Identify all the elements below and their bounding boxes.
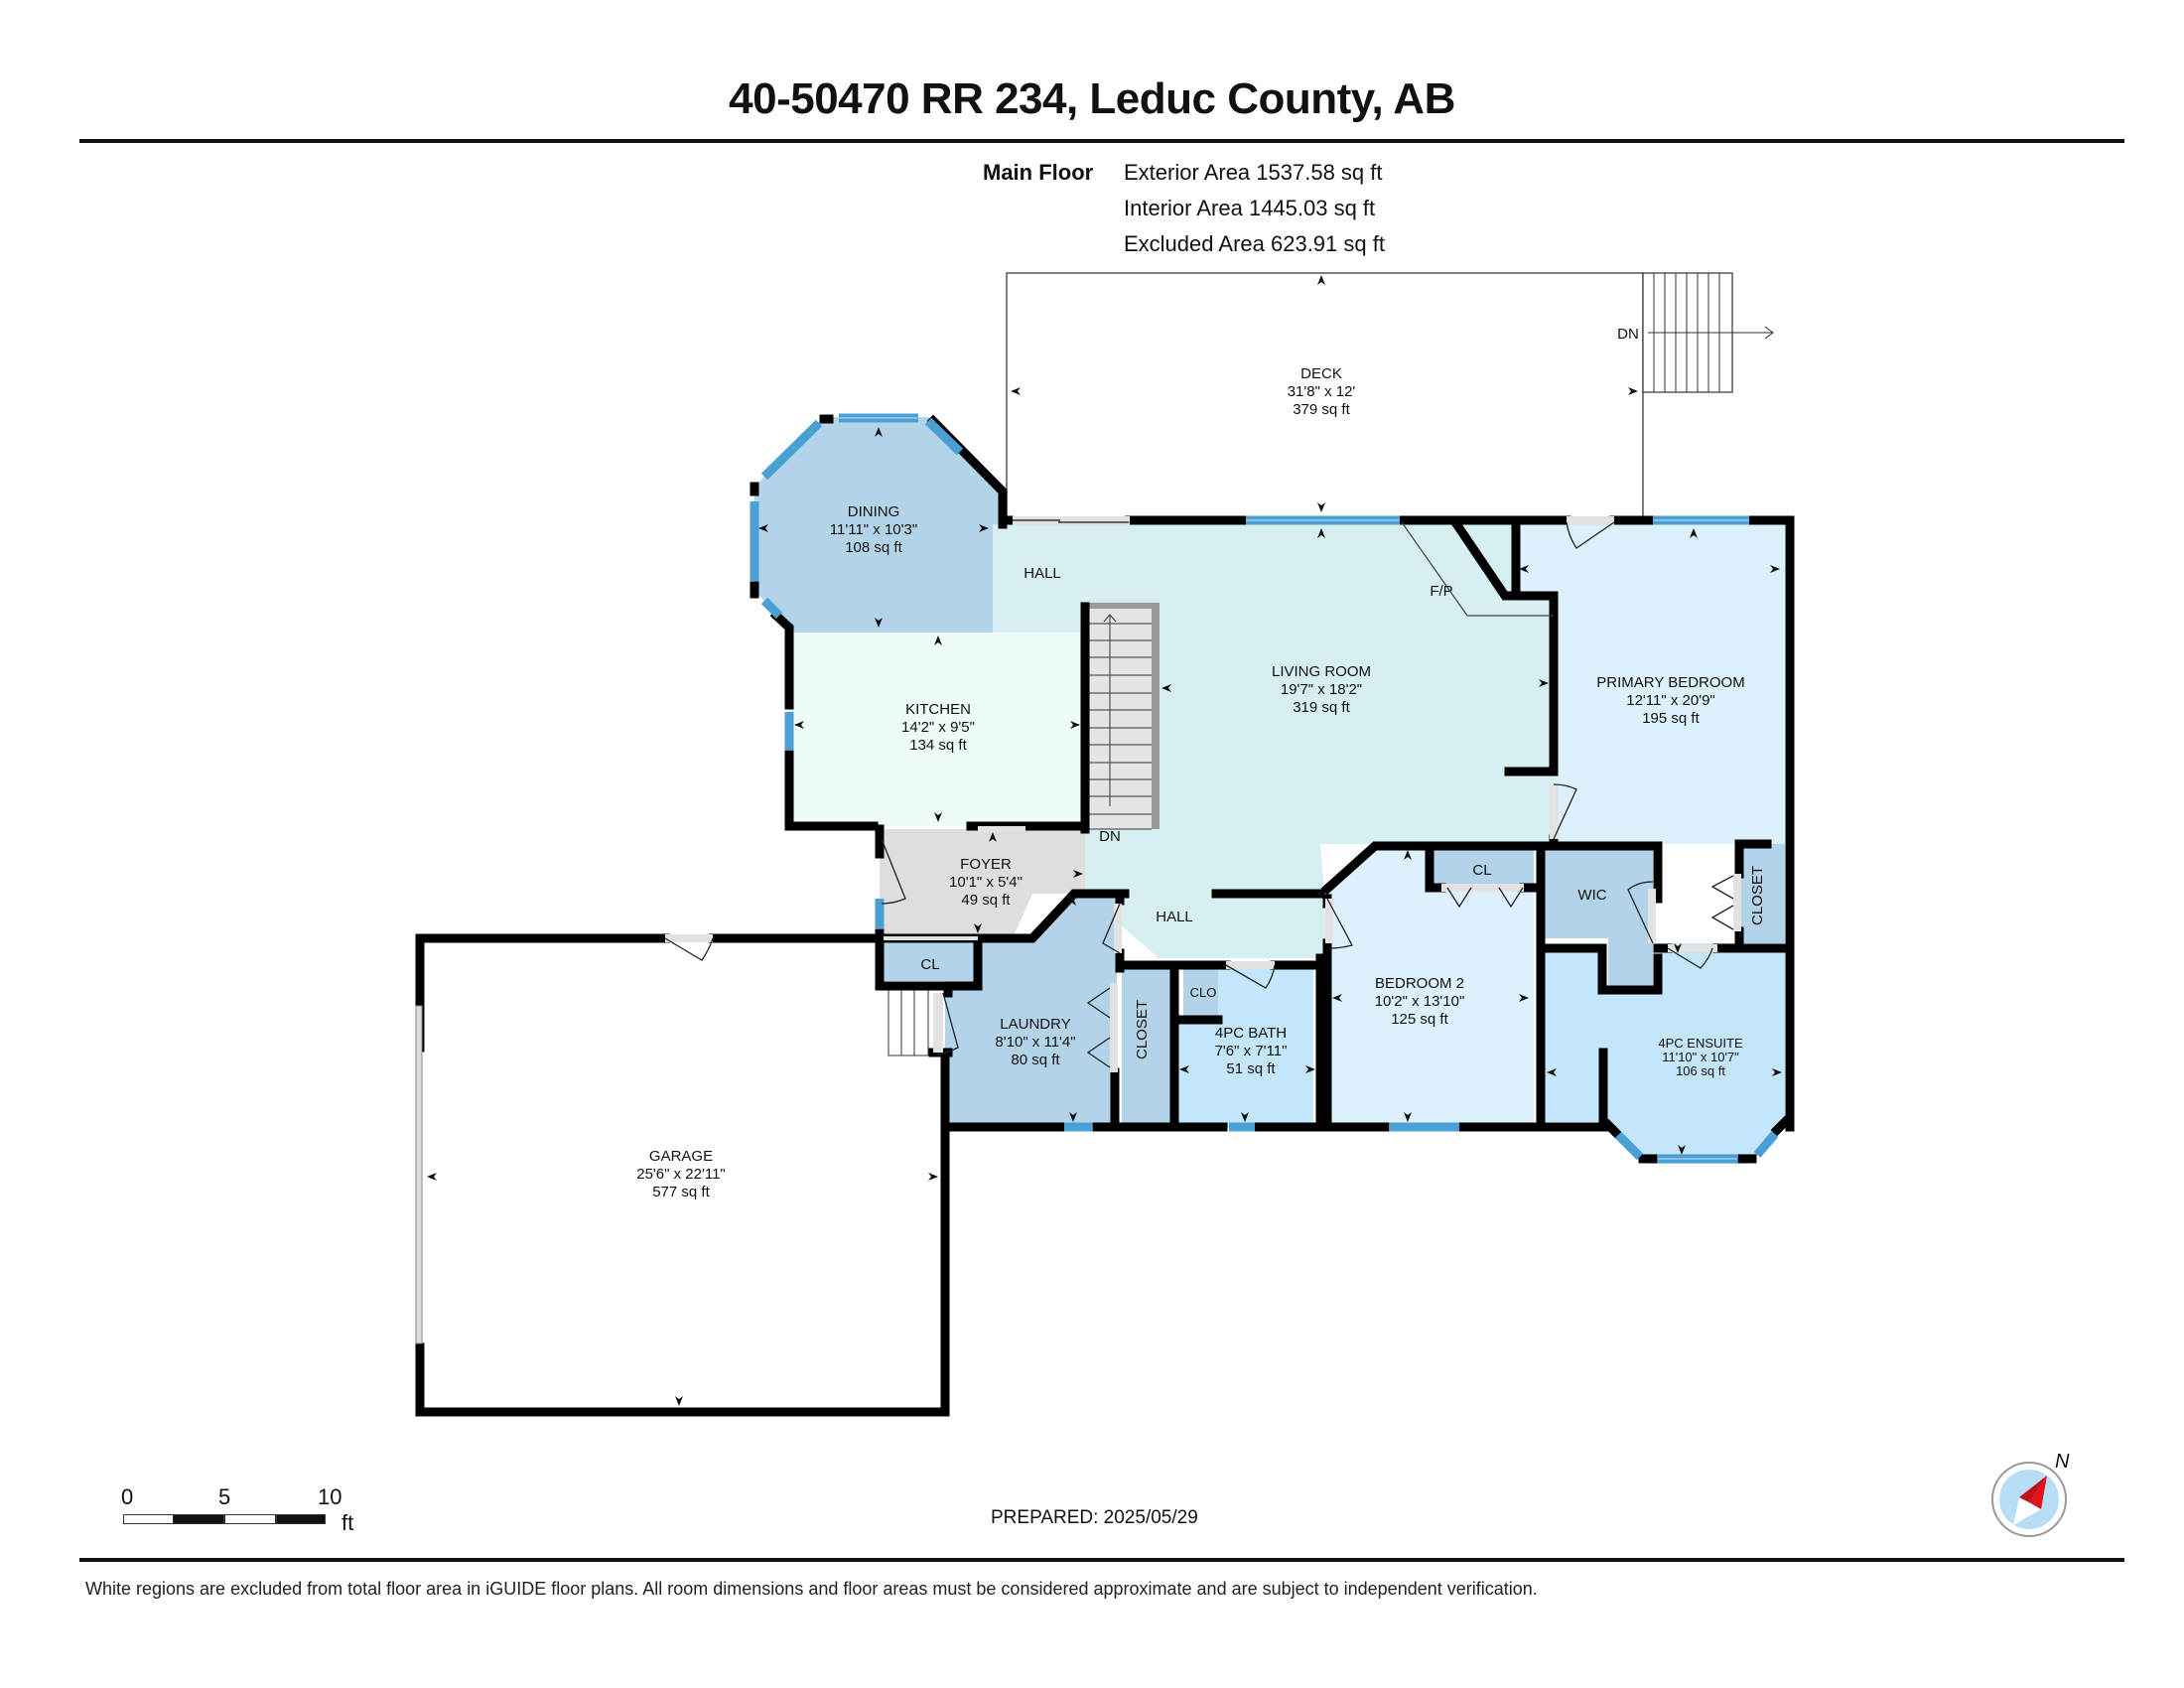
svg-text:379 sq ft: 379 sq ft bbox=[1293, 401, 1350, 418]
deck-label: DECK 31'8" x 12' 379 sq ft bbox=[1288, 365, 1356, 418]
svg-text:319 sq ft: 319 sq ft bbox=[1293, 699, 1350, 716]
svg-text:PRIMARY BEDROOM: PRIMARY BEDROOM bbox=[1596, 674, 1744, 691]
svg-text:10'2" x 13'10": 10'2" x 13'10" bbox=[1375, 993, 1465, 1010]
foyer-label: FOYER 10'1" x 5'4" 49 sq ft bbox=[949, 856, 1023, 909]
foyer bbox=[880, 829, 1085, 938]
hall-lower-label: HALL bbox=[1156, 909, 1193, 925]
svg-text:134 sq ft: 134 sq ft bbox=[909, 737, 967, 754]
svg-text:LAUNDRY: LAUNDRY bbox=[1000, 1016, 1070, 1033]
page-title: 40-50470 RR 234, Leduc County, AB bbox=[729, 74, 1455, 123]
svg-text:12'11" x 20'9": 12'11" x 20'9" bbox=[1626, 692, 1715, 709]
svg-text:19'7" x 18'2": 19'7" x 18'2" bbox=[1281, 681, 1362, 698]
svg-text:80 sq ft: 80 sq ft bbox=[1011, 1052, 1060, 1068]
laundry bbox=[945, 894, 1117, 1127]
sliding-door bbox=[1013, 516, 1130, 525]
interior-stairs bbox=[1085, 603, 1160, 830]
hall-upper-label: HALL bbox=[1024, 565, 1061, 582]
svg-text:25'6" x 22'11": 25'6" x 22'11" bbox=[636, 1166, 726, 1183]
compass-icon: N bbox=[1991, 1451, 2070, 1537]
svg-text:14'2" x 9'5": 14'2" x 9'5" bbox=[901, 719, 975, 736]
bedroom-2-label: BEDROOM 2 10'2" x 13'10" 125 sq ft bbox=[1375, 975, 1465, 1028]
footer-divider bbox=[79, 1558, 2124, 1562]
svg-text:106 sq ft: 106 sq ft bbox=[1676, 1063, 1725, 1078]
svg-text:10'1" x 5'4": 10'1" x 5'4" bbox=[949, 874, 1023, 891]
svg-text:125 sq ft: 125 sq ft bbox=[1391, 1011, 1448, 1028]
svg-text:4PC ENSUITE: 4PC ENSUITE bbox=[1658, 1036, 1743, 1051]
scale-tick-0: 0 bbox=[121, 1484, 134, 1509]
closet-primary-label: CLOSET bbox=[1749, 866, 1766, 925]
laundry-label: LAUNDRY 8'10" x 11'4" 80 sq ft bbox=[995, 1016, 1075, 1068]
scale-segment bbox=[276, 1514, 326, 1524]
svg-text:KITCHEN: KITCHEN bbox=[905, 701, 971, 718]
svg-text:DECK: DECK bbox=[1300, 365, 1342, 382]
svg-text:8'10" x 11'4": 8'10" x 11'4" bbox=[995, 1034, 1075, 1051]
svg-text:GARAGE: GARAGE bbox=[649, 1148, 713, 1165]
svg-text:108 sq ft: 108 sq ft bbox=[845, 539, 902, 556]
wic-label: WIC bbox=[1577, 887, 1606, 904]
living-room bbox=[993, 524, 1554, 958]
deck-stairs-dn-label: DN bbox=[1617, 326, 1639, 343]
primary-bedroom bbox=[1519, 524, 1785, 844]
dining-label: DINING 11'11" x 10'3" 108 sq ft bbox=[830, 503, 917, 556]
closet-hall bbox=[1122, 965, 1171, 1127]
living-room-label: LIVING ROOM 19'7" x 18'2" 319 sq ft bbox=[1272, 663, 1371, 716]
kitchen bbox=[789, 633, 1085, 826]
svg-text:31'8" x 12': 31'8" x 12' bbox=[1288, 383, 1356, 400]
svg-text:577 sq ft: 577 sq ft bbox=[652, 1184, 710, 1200]
fireplace-label: F/P bbox=[1430, 583, 1452, 600]
svg-text:FOYER: FOYER bbox=[960, 856, 1012, 873]
svg-text:11'10" x 10'7": 11'10" x 10'7" bbox=[1662, 1050, 1739, 1064]
disclaimer: White regions are excluded from total fl… bbox=[85, 1579, 1538, 1599]
garage-label: GARAGE 25'6" x 22'11" 577 sq ft bbox=[636, 1148, 726, 1200]
kitchen-label: KITCHEN 14'2" x 9'5" 134 sq ft bbox=[901, 701, 975, 754]
svg-text:N: N bbox=[2055, 1451, 2070, 1473]
interior-area: Interior Area 1445.03 sq ft bbox=[1124, 196, 1376, 220]
dining-room bbox=[754, 417, 1003, 633]
closet-foyer bbox=[884, 941, 978, 981]
clo bbox=[1183, 965, 1218, 1020]
compass: N bbox=[1989, 1448, 2079, 1542]
doors bbox=[664, 516, 1741, 1072]
scale-segment bbox=[173, 1514, 224, 1524]
exterior-area: Exterior Area 1537.58 sq ft bbox=[1124, 160, 1383, 185]
bath bbox=[1173, 965, 1313, 1127]
scale-segment bbox=[123, 1514, 175, 1524]
bedroom-2 bbox=[1327, 846, 1534, 1127]
prepared-date: PREPARED: 2025/05/29 bbox=[991, 1507, 1198, 1528]
scale-unit: ft bbox=[341, 1510, 354, 1535]
svg-text:LIVING ROOM: LIVING ROOM bbox=[1272, 663, 1371, 680]
scale-tick-5: 5 bbox=[218, 1484, 231, 1509]
closet-bedroom-2 bbox=[1430, 846, 1534, 888]
primary-bedroom-label: PRIMARY BEDROOM 12'11" x 20'9" 195 sq ft bbox=[1596, 674, 1744, 727]
scale-tick-10: 10 bbox=[318, 1484, 342, 1509]
bath-label: 4PC BATH 7'6" x 7'11" 51 sq ft bbox=[1215, 1025, 1288, 1077]
deck bbox=[1006, 272, 1774, 518]
garage-door bbox=[415, 1005, 423, 1344]
closet-bedroom-2-label: CL bbox=[1472, 862, 1491, 879]
fireplace-hearth bbox=[1401, 521, 1554, 617]
closet-hall-label: CLOSET bbox=[1134, 1000, 1151, 1059]
deck-stairs bbox=[1642, 272, 1774, 393]
svg-text:49 sq ft: 49 sq ft bbox=[961, 892, 1011, 909]
svg-text:4PC BATH: 4PC BATH bbox=[1215, 1025, 1287, 1042]
floor-name: Main Floor bbox=[983, 160, 1094, 185]
stairs-dn-label: DN bbox=[1099, 828, 1121, 845]
svg-text:BEDROOM 2: BEDROOM 2 bbox=[1375, 975, 1464, 992]
clo-label: CLO bbox=[1190, 985, 1217, 1000]
svg-text:7'6" x 7'11": 7'6" x 7'11" bbox=[1215, 1043, 1288, 1059]
svg-text:DINING: DINING bbox=[848, 503, 900, 520]
walls bbox=[415, 414, 1795, 1417]
scale-segment bbox=[224, 1514, 276, 1524]
svg-text:195 sq ft: 195 sq ft bbox=[1642, 710, 1700, 727]
excluded-area: Excluded Area 623.91 sq ft bbox=[1124, 231, 1385, 256]
closet-primary bbox=[1739, 844, 1785, 943]
closet-foyer-label: CL bbox=[920, 956, 939, 973]
svg-text:51 sq ft: 51 sq ft bbox=[1226, 1060, 1276, 1077]
header-divider bbox=[79, 139, 2124, 143]
garage-steps bbox=[887, 985, 929, 1056]
dimension-markers bbox=[427, 275, 1782, 1406]
walk-in-closet bbox=[1544, 846, 1653, 988]
svg-text:11'11" x 10'3": 11'11" x 10'3" bbox=[830, 521, 917, 538]
ensuite-label: 4PC ENSUITE 11'10" x 10'7" 106 sq ft bbox=[1658, 1036, 1743, 1078]
